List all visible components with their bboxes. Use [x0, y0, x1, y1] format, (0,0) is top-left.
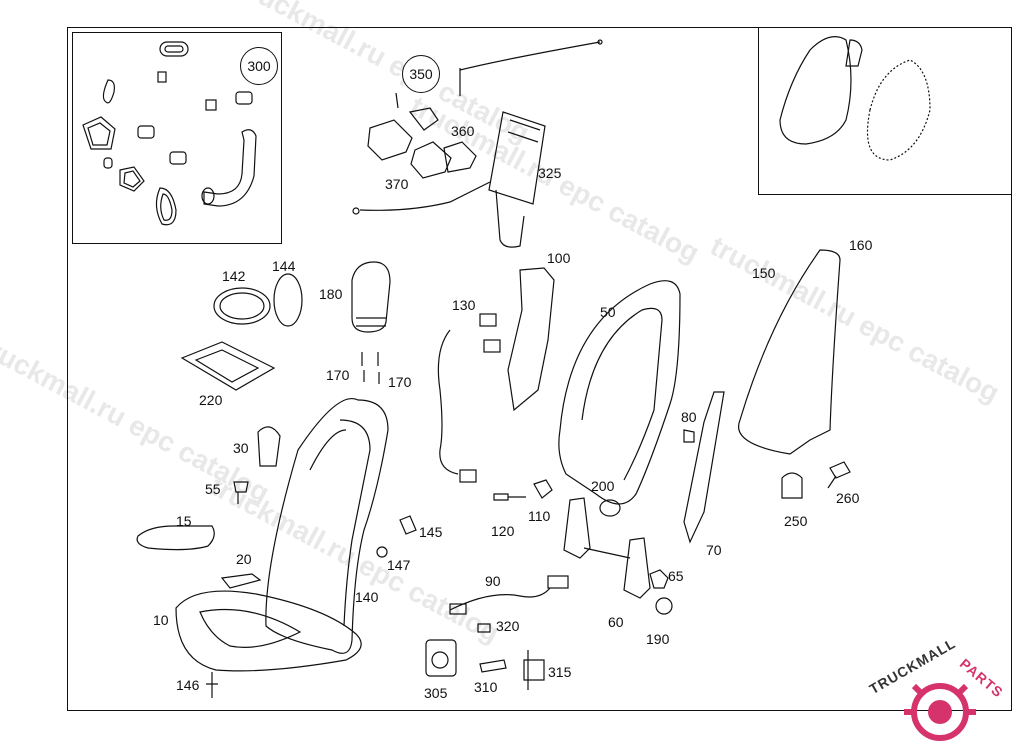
part-label-65[interactable]: 65 [668, 568, 684, 584]
part-label-90[interactable]: 90 [485, 573, 501, 589]
truckmall-logo: TRUCKMALL PARTS [860, 635, 1020, 750]
part-label-320[interactable]: 320 [496, 618, 520, 634]
part-label-170-right[interactable]: 170 [388, 374, 412, 390]
part-label-100[interactable]: 100 [547, 250, 571, 266]
part-label-160[interactable]: 160 [849, 237, 873, 253]
part-label-120[interactable]: 120 [491, 523, 515, 539]
seat-overview-inset [758, 27, 1012, 195]
part-label-190[interactable]: 190 [646, 631, 670, 647]
part-label-80[interactable]: 80 [681, 409, 697, 425]
part-label-10[interactable]: 10 [153, 612, 169, 628]
part-label-180[interactable]: 180 [319, 286, 343, 302]
part-label-55[interactable]: 55 [205, 481, 221, 497]
part-label-370[interactable]: 370 [385, 176, 409, 192]
part-label-146[interactable]: 146 [176, 677, 200, 693]
part-label-60[interactable]: 60 [608, 614, 624, 630]
part-label-360[interactable]: 360 [451, 123, 475, 139]
diagram-frame [67, 27, 1012, 711]
part-callout-350[interactable]: 350 [402, 55, 440, 93]
part-label-110[interactable]: 110 [528, 508, 551, 524]
part-label-220[interactable]: 220 [199, 392, 223, 408]
part-label-140[interactable]: 140 [355, 589, 379, 605]
part-label-145[interactable]: 145 [419, 524, 443, 540]
part-callout-300[interactable]: 300 [240, 47, 278, 85]
part-label-20[interactable]: 20 [236, 551, 252, 567]
gear-logo-icon [904, 683, 976, 741]
part-label-315[interactable]: 315 [548, 664, 572, 680]
part-label-142[interactable]: 142 [222, 268, 246, 284]
part-label-200[interactable]: 200 [591, 478, 615, 494]
part-label-147[interactable]: 147 [387, 557, 411, 573]
part-label-310[interactable]: 310 [474, 679, 498, 695]
part-label-130[interactable]: 130 [452, 297, 476, 313]
part-label-70[interactable]: 70 [706, 542, 722, 558]
part-label-50[interactable]: 50 [600, 304, 616, 320]
part-label-150[interactable]: 150 [752, 265, 776, 281]
part-label-325[interactable]: 325 [538, 165, 562, 181]
part-label-260[interactable]: 260 [836, 490, 860, 506]
part-label-30[interactable]: 30 [233, 440, 249, 456]
part-label-144[interactable]: 144 [272, 258, 296, 274]
part-label-170-left[interactable]: 170 [326, 367, 350, 383]
part-label-15[interactable]: 15 [176, 513, 192, 529]
part-label-250[interactable]: 250 [784, 513, 808, 529]
part-label-305[interactable]: 305 [424, 685, 448, 701]
